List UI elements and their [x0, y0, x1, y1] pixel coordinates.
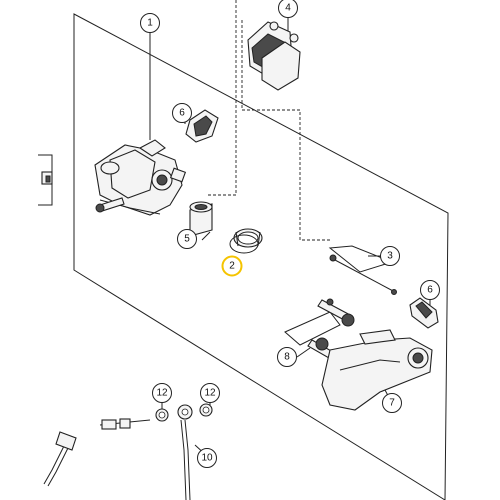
callout-3: 3 [380, 246, 400, 266]
brake-caliper [94, 139, 187, 216]
callout-5: 5 [177, 229, 197, 249]
piston-seal-rings [229, 228, 263, 254]
callout-4: 4 [278, 0, 298, 18]
brake-pads [247, 21, 301, 91]
callout-8: 8 [277, 347, 297, 367]
callout-6-right-label: 6 [427, 285, 433, 296]
pad-spring-top [185, 109, 219, 143]
callout-8-label: 8 [284, 352, 290, 363]
callout-6-top-label: 6 [179, 108, 185, 119]
brake-hose [43, 403, 213, 500]
callout-4-label: 4 [285, 3, 291, 14]
callout-6-top: 6 [172, 103, 192, 123]
callout-2-label: 2 [229, 261, 235, 272]
callout-7-label: 7 [389, 398, 395, 409]
callout-5-label: 5 [184, 234, 190, 245]
pad-clip-right [409, 297, 439, 329]
callout-6-right: 6 [420, 280, 440, 300]
callout-1: 1 [140, 13, 160, 33]
caliper-support-bracket [321, 329, 433, 411]
assembly-frame [73, 13, 449, 500]
bolt-icon-left [41, 171, 53, 185]
caliper-piston [189, 201, 213, 237]
callout-10-label: 10 [201, 453, 213, 464]
callout-3-label: 3 [387, 251, 393, 262]
callout-12-right-label: 12 [204, 388, 216, 399]
callout-1-label: 1 [147, 18, 153, 29]
dash-line-pin [241, 20, 330, 241]
callout-10: 10 [197, 448, 217, 468]
callout-12-left-label: 12 [156, 388, 168, 399]
callout-12-left: 12 [152, 383, 172, 403]
highlight-ring [221, 255, 243, 277]
callout-7: 7 [382, 393, 402, 413]
callout-2: 2 [221, 255, 243, 277]
dash-line-pad [206, 0, 237, 196]
callout-12-right: 12 [200, 383, 220, 403]
